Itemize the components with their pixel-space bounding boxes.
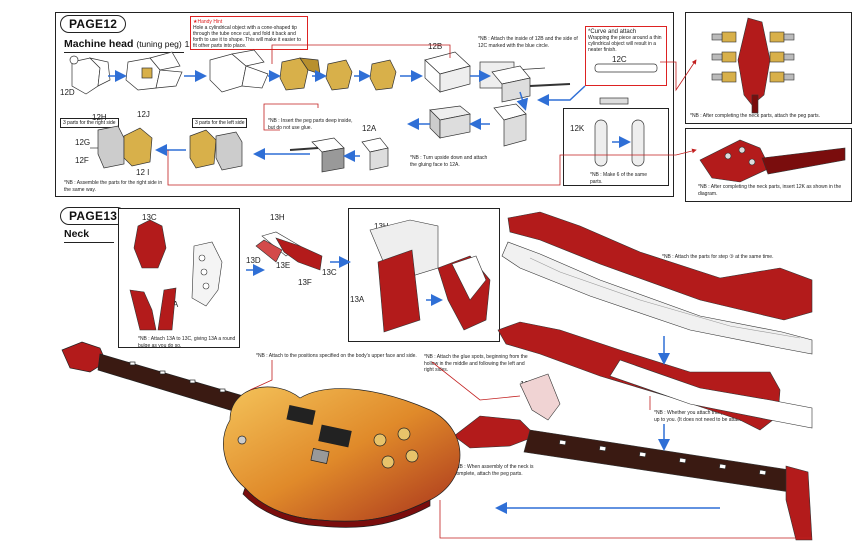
handy-hint-text: Hole a cylindrical object with a cone-sh… (193, 25, 302, 49)
label-12a: 12A (362, 124, 377, 133)
curve-attach-piece (594, 63, 658, 105)
peg-12k-frame (563, 108, 669, 186)
label-12k: 12K (570, 124, 585, 133)
page12-flow-arrows (108, 70, 631, 162)
note-attach-pegs-complete: *NB : When assembly of the neck is compl… (454, 464, 534, 477)
curve-attach-box: *Curve and attach Wrapping the piece aro… (585, 26, 667, 86)
box-12a-assembly (289, 103, 527, 173)
label-12j: 12J (137, 110, 150, 119)
label-13d: 13D (246, 256, 261, 265)
note-optional-part: *NB : Whether you attach this part or no… (654, 410, 752, 423)
note-body-positions: *NB : Attach to the positions specified … (256, 353, 417, 359)
page12-title-sub: (tuning peg) (136, 39, 182, 49)
label-13f: 13F (298, 278, 312, 287)
peg-gold-cubes (279, 57, 397, 91)
page13-flow-arrows (246, 256, 720, 514)
headstock-13c-illustration (129, 219, 223, 331)
handy-hint-box: ★Handy Hint Hole a cylindrical object wi… (190, 16, 308, 50)
label-13c-second: 13C (322, 268, 337, 277)
bracket-12b-right (491, 65, 571, 103)
page12-title-text: Machine head (64, 38, 134, 50)
label-12h: 12H (92, 113, 107, 122)
note-glue-hollow: *NB : Attach the glue spots, beginning f… (424, 354, 528, 373)
peg-net-step3 (209, 49, 269, 93)
neck-12k-illustration (699, 139, 846, 183)
left-side-label: 3 parts for the left side (192, 118, 248, 128)
label-12c: 12C (612, 55, 627, 64)
right-side-label: 3 parts for the right side (60, 118, 119, 128)
page12-title-underline (64, 52, 184, 53)
note-make-six: *NB : Make 6 of the same parts. (590, 172, 647, 185)
page13-title: Neck (64, 228, 90, 240)
note-attach-13a: *NB : Attach 13A to 13C, giving 13A a ro… (138, 336, 236, 349)
label-13e: 13E (276, 261, 291, 270)
page12-red-connectors (167, 44, 697, 186)
note-assemble-right: *NB : Assemble the parts for the right s… (64, 180, 163, 193)
guitar-illustration (61, 341, 461, 528)
page13-tag: PAGE13 (60, 207, 127, 225)
label-13h: 13H (270, 213, 285, 222)
curve-attach-title: *Curve and attach (588, 29, 637, 35)
note-turn-upside: *NB : Turn upside down and attach the gl… (410, 155, 488, 168)
note-attach-step: *NB : Attach the parts for step ③ at the… (662, 254, 774, 260)
page13-title-underline (64, 242, 114, 243)
label-12f: 12F (75, 156, 89, 165)
note-insert-peg: *NB : Insert the peg parts deep inside, … (268, 118, 353, 131)
page13-red-connectors (249, 360, 812, 539)
peg-net-step1 (69, 55, 111, 95)
assembled-peg-left (189, 129, 243, 171)
neck-complete-illustration (453, 415, 813, 541)
handy-hint-title: ★Handy Hint (193, 19, 223, 25)
neck-13d-13e-illustration (255, 231, 323, 271)
label-12g: 12G (75, 138, 91, 147)
label-12i: 12 I (136, 168, 150, 177)
label-12d: 12D (60, 88, 75, 97)
peg-12k-cylinders (594, 119, 645, 167)
page12-tag: PAGE12 (60, 15, 127, 33)
neck-board-lower (497, 321, 813, 431)
neck-board-upper (501, 211, 813, 355)
assembled-peg-right (90, 125, 153, 169)
note-attach-peg-parts: *NB : After completing the neck parts, a… (690, 113, 821, 119)
note-12b: *NB : Attach the inside of 12B and the s… (478, 36, 578, 49)
peg-net-step2 (125, 51, 183, 91)
label-12b: 12B (428, 42, 443, 51)
note-insert-12k: *NB : After completing the neck parts, i… (698, 184, 842, 197)
headstock-pegs-illustration (711, 17, 795, 114)
label-13a-second: 13A (350, 295, 365, 304)
label-13c: 13C (142, 213, 157, 222)
glue-spots-illustration (369, 219, 491, 333)
curve-attach-text: Wrapping the piece around a thin cylindr… (588, 35, 662, 53)
label-13h-second: 13H (374, 222, 389, 231)
